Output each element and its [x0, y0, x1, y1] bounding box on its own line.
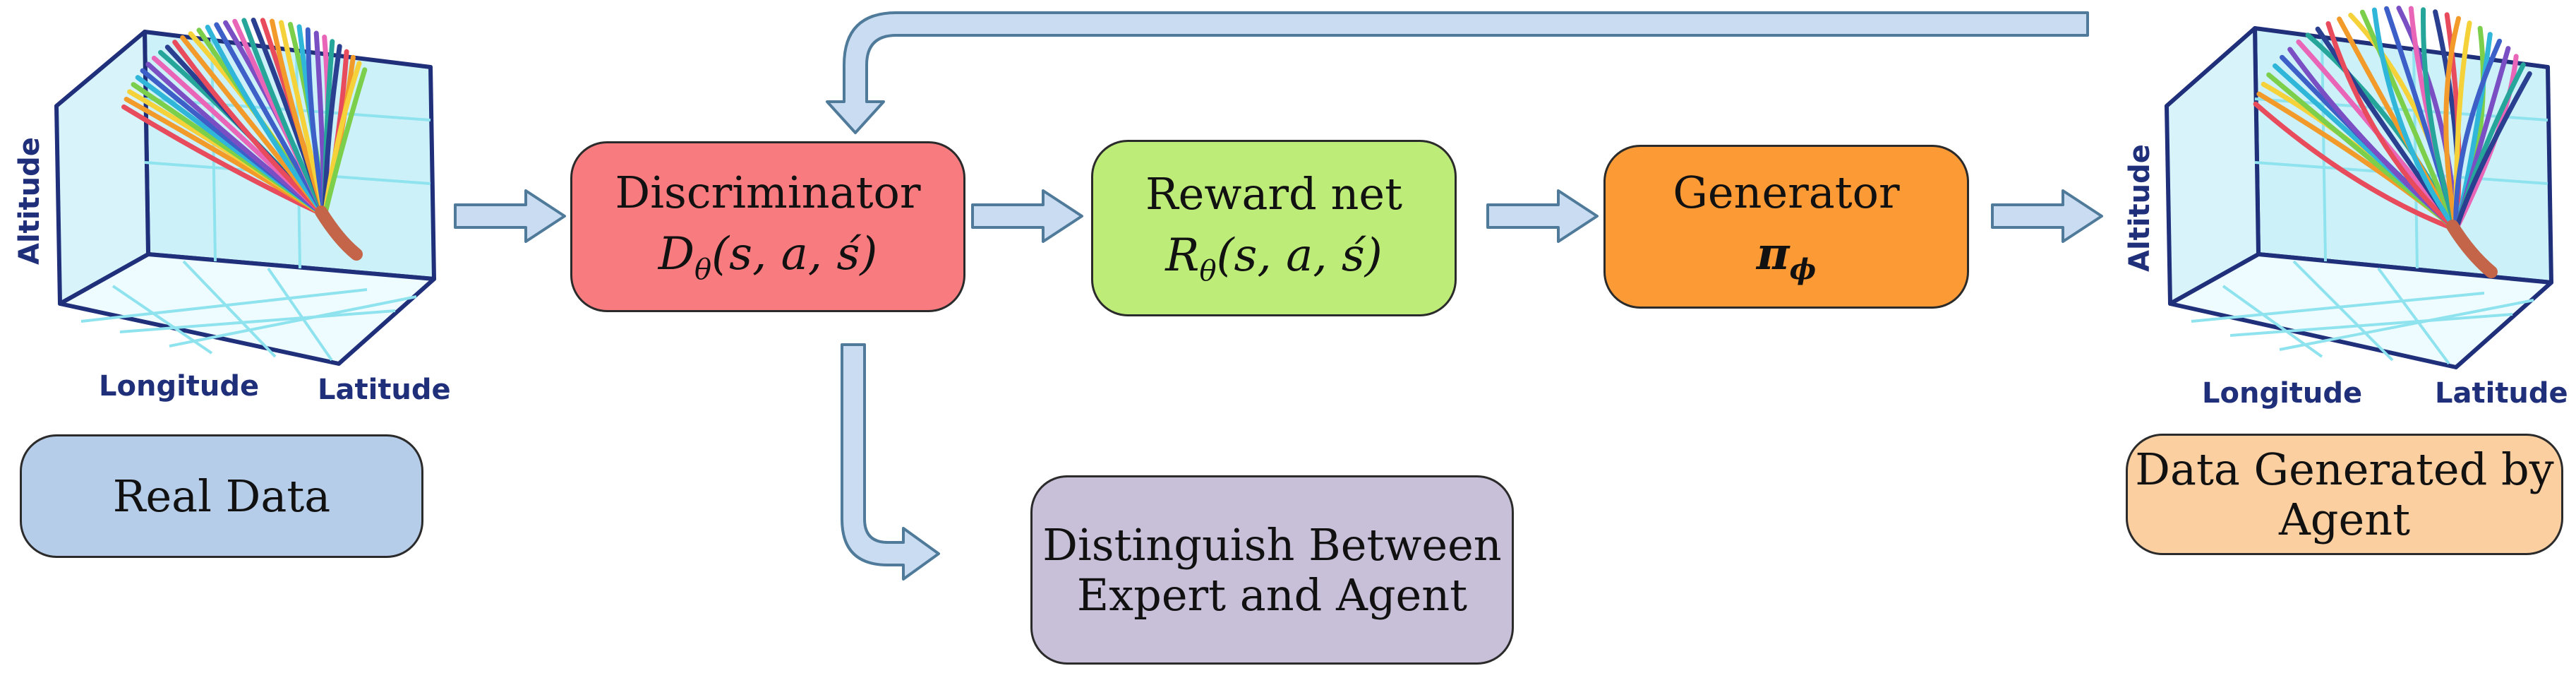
agent-data-box: Data Generated by Agent: [2126, 434, 2563, 555]
trajectory-line: [2253, 101, 2459, 232]
arrow-real-to-discriminator: [454, 189, 566, 243]
trajectory-line: [2371, 7, 2459, 232]
distinguish-line2: Expert and Agent: [1076, 569, 1468, 621]
trajectory-origin: [315, 206, 363, 261]
axis-label-latitude: Latitude: [2435, 377, 2568, 410]
agent-data-trajectories: [2253, 6, 2532, 232]
discriminator-formula: Dθ(s, a, ś): [658, 227, 878, 286]
arrow-feedback-loop: [826, 11, 2089, 134]
axis-label-longitude: Longitude: [99, 370, 259, 403]
arrow-generator-to-agent-data: [1991, 189, 2103, 243]
arrow-discriminator-to-distinguish: [841, 343, 940, 581]
trajectory-line: [322, 67, 368, 218]
trajectory-line: [2453, 71, 2532, 232]
generator-box: Generator πϕ: [1603, 145, 1969, 309]
plot-grid: [2191, 38, 2548, 365]
reward-net-formula: Rθ(s, a, ś): [1165, 229, 1383, 287]
generator-formula: πϕ: [1756, 227, 1817, 287]
arrow-reward-to-generator: [1486, 189, 1599, 243]
trajectory-origin: [2446, 220, 2498, 278]
trajectory-line: [241, 18, 327, 218]
axis-label-latitude: Latitude: [318, 374, 451, 406]
trajectory-line: [205, 25, 327, 218]
discriminator-title: Discriminator: [615, 167, 921, 219]
distinguish-line1: Distinguish Between: [1042, 518, 1502, 571]
trajectory-line: [2443, 16, 2461, 232]
trajectory-line: [2453, 38, 2503, 232]
plot-floor: [58, 252, 436, 366]
real-data-box: Real Data: [20, 434, 423, 558]
axis-label-altitude: Altitude: [13, 137, 46, 265]
trajectory-line: [172, 40, 327, 218]
distinguish-box: Distinguish Between Expert and Agent: [1030, 475, 1514, 665]
trajectory-line: [121, 104, 327, 218]
trajectory-line: [2359, 9, 2459, 232]
reward-net-title: Reward net: [1145, 168, 1402, 220]
reward-net-box: Reward net Rθ(s, a, ś): [1091, 140, 1457, 316]
plot-floor: [2168, 252, 2553, 369]
axis-label-altitude: Altitude: [2124, 144, 2156, 272]
agent-data-line2: Agent: [2279, 494, 2410, 545]
trajectory-line: [305, 27, 327, 218]
axis-label-longitude: Longitude: [2202, 377, 2362, 410]
real-data-trajectories: [121, 18, 368, 218]
generator-title: Generator: [1673, 166, 1900, 218]
arrow-discriminator-to-reward: [971, 189, 1083, 243]
trajectory-line: [2325, 21, 2459, 232]
real-data-label: Real Data: [112, 470, 331, 522]
trajectory-line: [2421, 7, 2459, 232]
agent-data-line1: Data Generated by: [2135, 443, 2554, 495]
discriminator-box: Discriminator Dθ(s, a, ś): [570, 141, 965, 312]
